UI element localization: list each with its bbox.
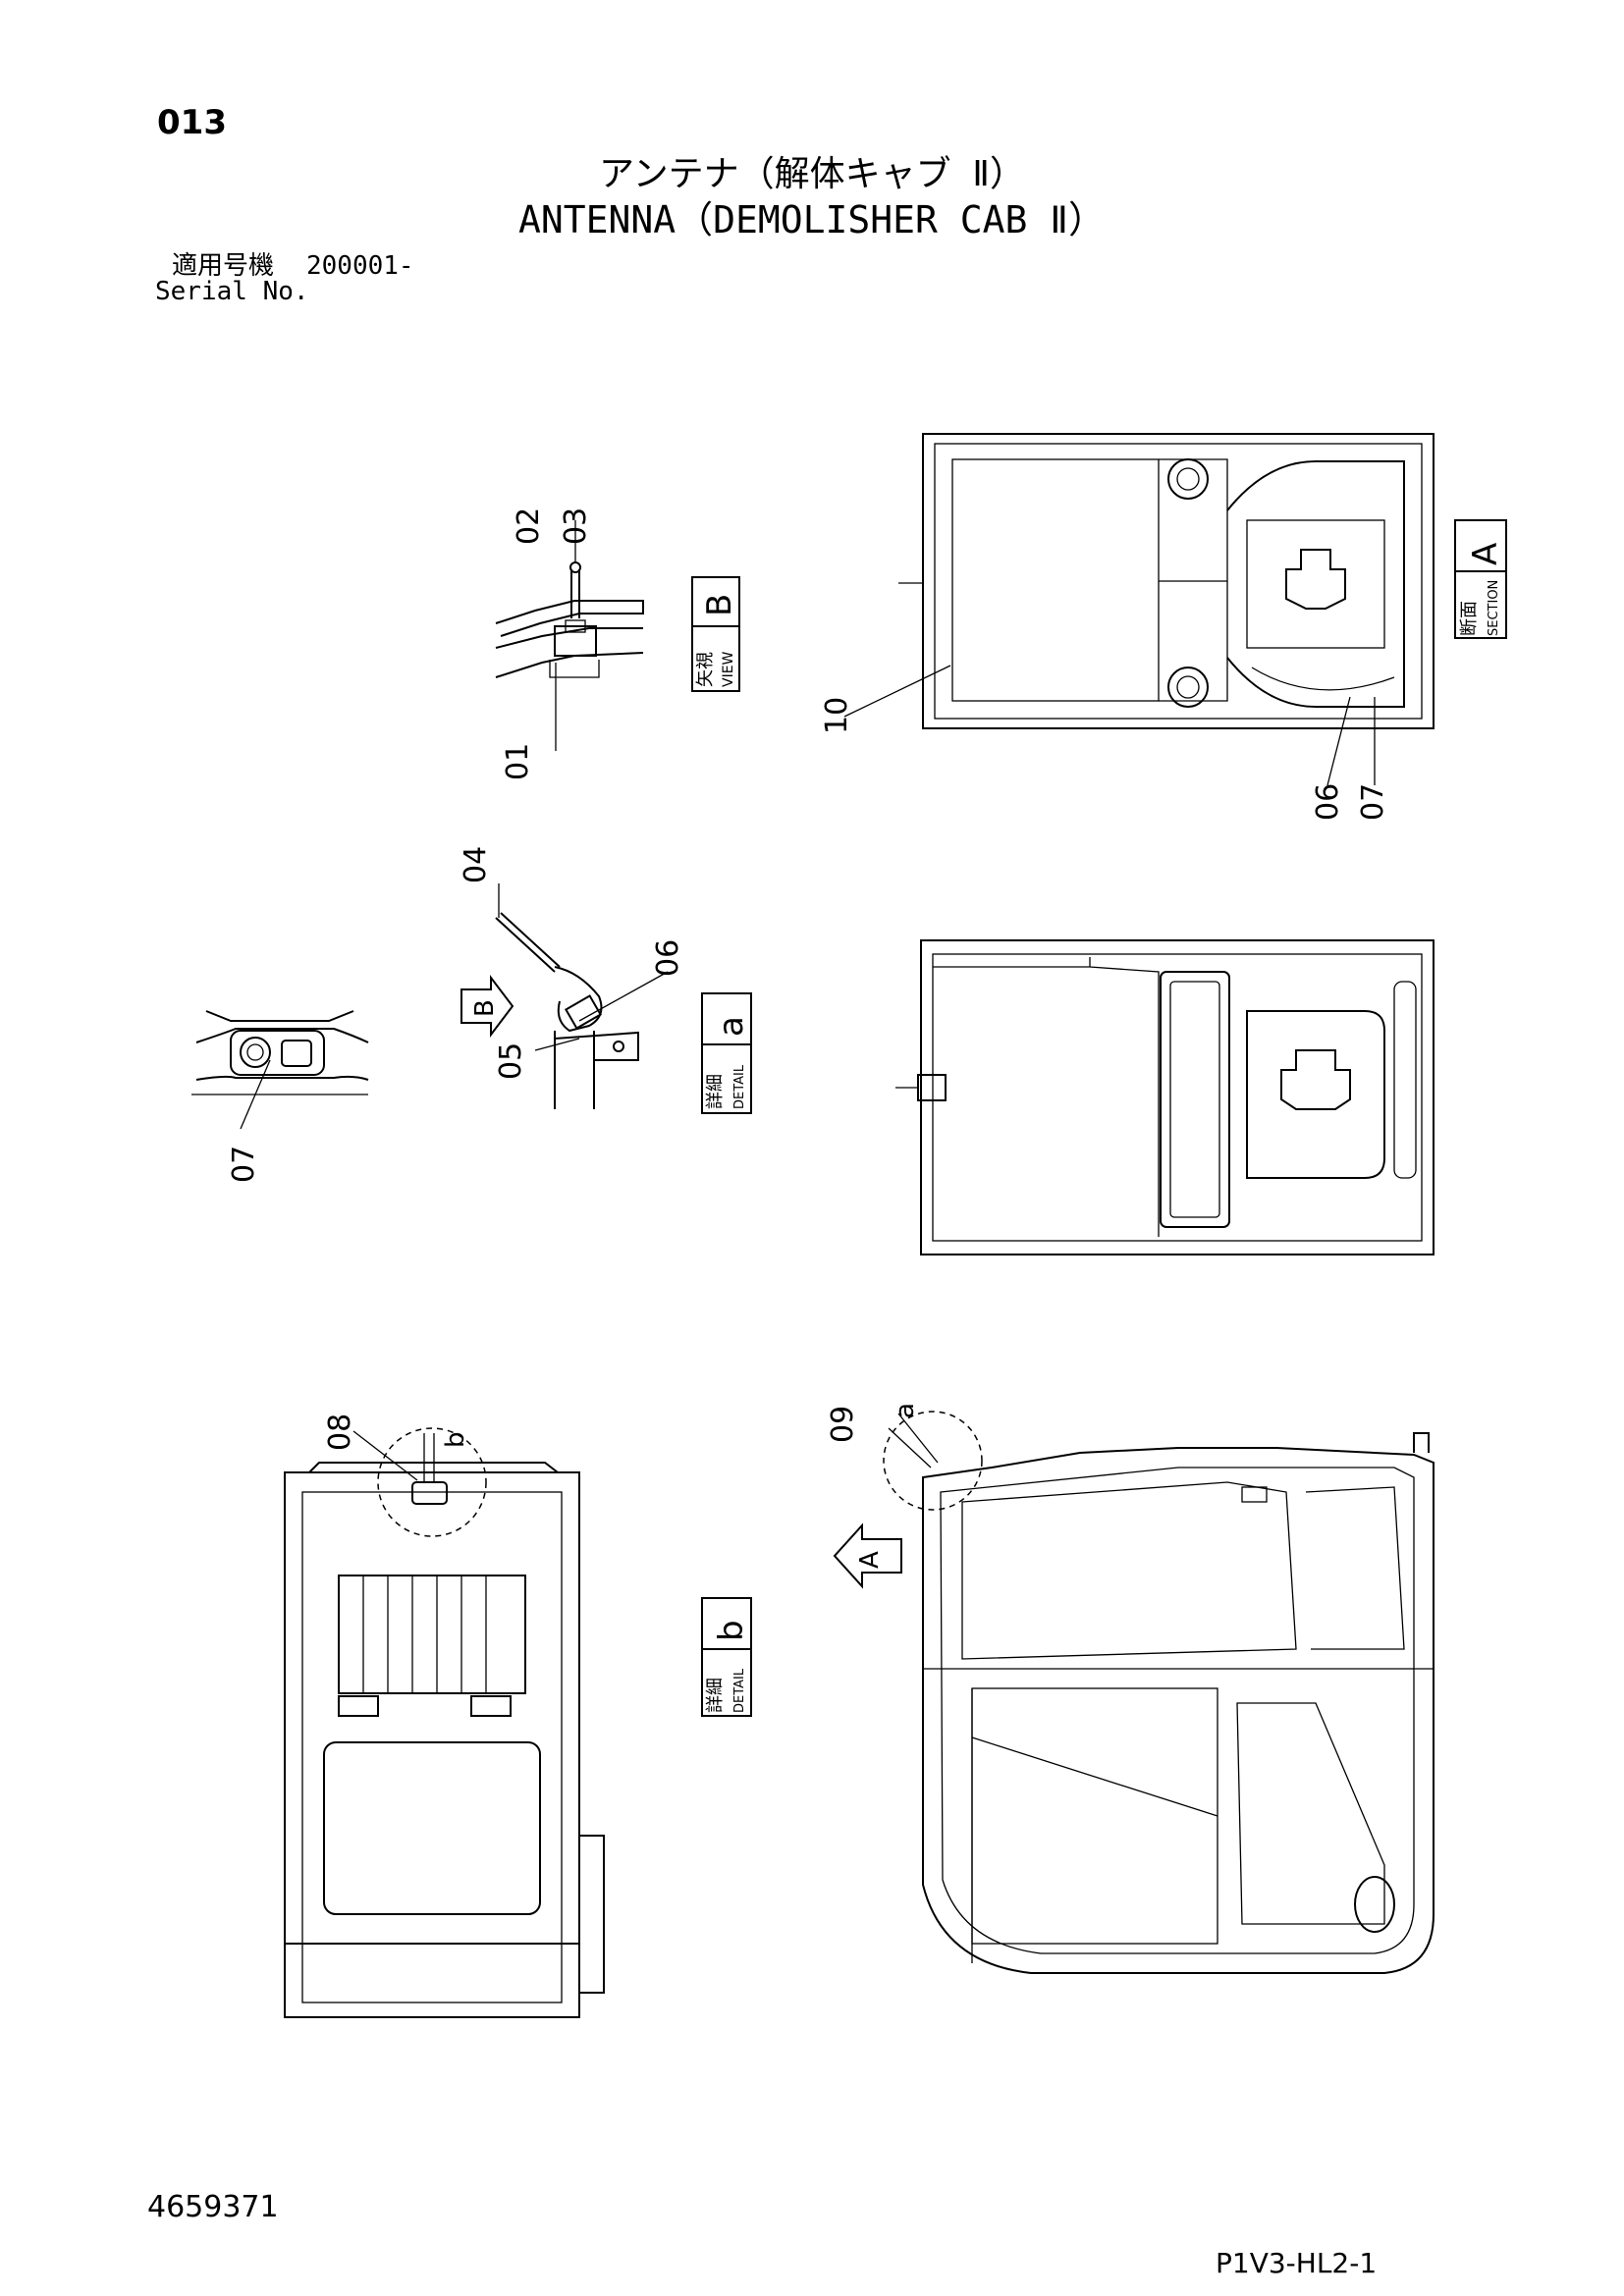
callout-01: 01 bbox=[501, 743, 535, 780]
callout-07-small: 07 bbox=[227, 1146, 261, 1183]
callout-09: 09 bbox=[826, 1406, 860, 1443]
callout-04: 04 bbox=[459, 846, 493, 883]
title-english: ANTENNA（DEMOLISHER CAB Ⅱ） bbox=[517, 198, 1107, 241]
detail-a-drawing bbox=[460, 883, 669, 1109]
serial-label-japanese: 適用号機 bbox=[172, 251, 275, 281]
detail-b-drawing bbox=[284, 1427, 605, 2018]
callout-07-section: 07 bbox=[1356, 783, 1390, 821]
detail-a-label: 詳細 DETAIL a bbox=[701, 992, 752, 1114]
serial-number-range: 200001- bbox=[306, 251, 414, 281]
detail-b-label-en: DETAIL bbox=[732, 1668, 747, 1713]
detail-a-letter: a bbox=[712, 1016, 751, 1037]
arrow-b-letter: B bbox=[470, 999, 500, 1017]
detail-b-letter: b bbox=[712, 1620, 751, 1641]
title-japanese: アンテナ（解体キャブ Ⅱ） bbox=[599, 154, 1025, 194]
section-a-label-en: SECTION bbox=[1487, 580, 1501, 636]
section-a-drawing bbox=[843, 433, 1435, 786]
page-number: 013 bbox=[157, 103, 227, 142]
view-b-drawing bbox=[495, 520, 644, 751]
callout-03: 03 bbox=[559, 507, 593, 545]
section-a-letter: A bbox=[1466, 543, 1505, 565]
callout-10: 10 bbox=[820, 697, 854, 734]
callout-06-section: 06 bbox=[1311, 783, 1345, 821]
callout-05: 05 bbox=[494, 1042, 528, 1080]
document-number: 4659371 bbox=[147, 2190, 279, 2224]
view-b-label: 矢視 VIEW B bbox=[691, 576, 740, 692]
section-a-label-jp: 断面 bbox=[1459, 601, 1480, 636]
page-code: P1V3-HL2-1 bbox=[1216, 2247, 1378, 2279]
callout-06-detail: 06 bbox=[651, 939, 685, 977]
view-b-label-jp: 矢視 bbox=[695, 652, 716, 687]
detail-b-label: 詳細 DETAIL b bbox=[701, 1597, 752, 1717]
arrow-a-letter: A bbox=[855, 1551, 885, 1569]
callout-02: 02 bbox=[512, 507, 546, 545]
view-b-label-en: VIEW bbox=[721, 651, 736, 687]
serial-label-english: Serial No. bbox=[155, 277, 309, 306]
detail-07-drawing bbox=[191, 1010, 369, 1130]
circle-a-letter: a bbox=[891, 1403, 920, 1418]
callout-08: 08 bbox=[323, 1414, 357, 1451]
top-view-drawing bbox=[895, 939, 1435, 1255]
circle-b-letter: b bbox=[441, 1431, 470, 1448]
side-view-drawing bbox=[833, 1411, 1435, 1974]
section-a-label: 断面 SECTION A bbox=[1454, 519, 1507, 639]
detail-a-label-en: DETAIL bbox=[732, 1064, 747, 1109]
view-b-letter: B bbox=[700, 594, 739, 616]
detail-a-label-jp: 詳細 bbox=[705, 1074, 726, 1109]
detail-b-label-jp: 詳細 bbox=[705, 1678, 726, 1713]
